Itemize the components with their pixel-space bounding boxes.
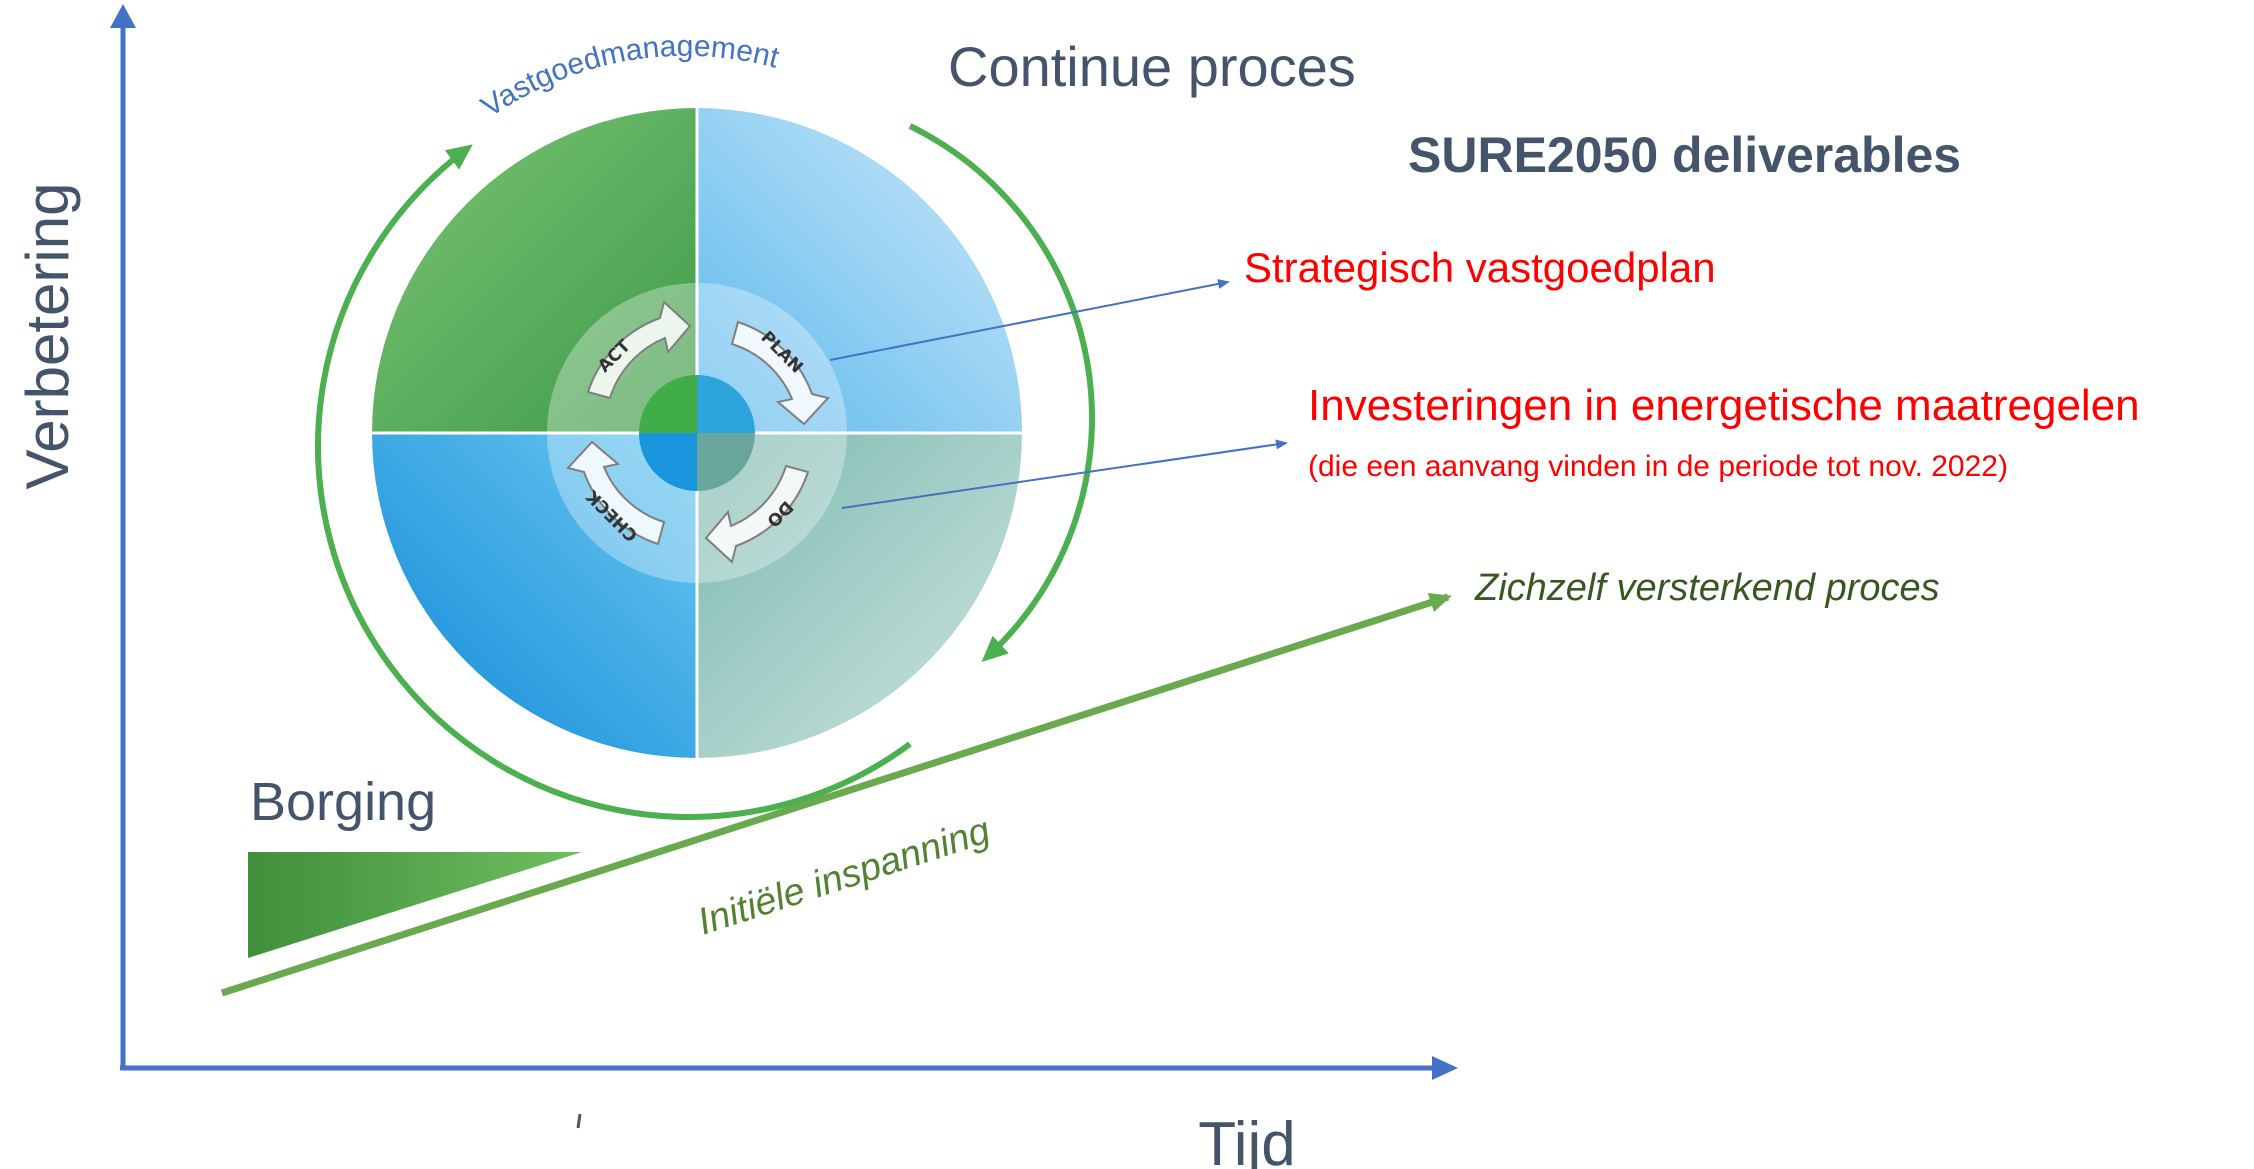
center-do [697, 433, 755, 491]
center-check [639, 433, 697, 491]
continue-proces-label: Continue proces [948, 35, 1356, 98]
pointer-line-2 [841, 439, 1288, 509]
deliverable-strategisch: Strategisch vastgoedplan [1244, 244, 1716, 291]
pdca-wheel: ACT PLAN DO CHECK [372, 108, 1022, 758]
tick-mark [576, 1113, 582, 1129]
vastgoedmanagement-label: Vastgoedmanagement [475, 30, 783, 124]
x-axis-arrowhead [1432, 1056, 1458, 1080]
deliverable-investeringen-note: (die een aanvang vinden in de periode to… [1308, 450, 2008, 483]
cycle-arrow-left [315, 144, 912, 820]
borging-wedge [248, 852, 582, 958]
growth-arrow [220, 593, 1452, 997]
center-act [639, 375, 697, 433]
plan-arrow [730, 320, 830, 426]
y-axis-label: Verbetering [14, 183, 81, 490]
pointer-line-1 [829, 279, 1230, 361]
act-arrow [586, 300, 692, 400]
do-arrow [704, 464, 810, 564]
check-arrow [566, 440, 666, 546]
deliverables-title: SURE2050 deliverables [1408, 127, 1961, 183]
cycle-arrow-right [908, 123, 1095, 663]
borging-label: Borging [250, 772, 436, 832]
deliverable-investeringen: Investeringen in energetische maatregele… [1308, 381, 2140, 430]
x-axis-label: Tijd [1198, 1110, 1296, 1169]
zichzelf-versterkend-label: Zichzelf versterkend proces [1474, 567, 1940, 609]
center-plan [697, 375, 755, 433]
y-axis-arrowhead [110, 4, 136, 28]
